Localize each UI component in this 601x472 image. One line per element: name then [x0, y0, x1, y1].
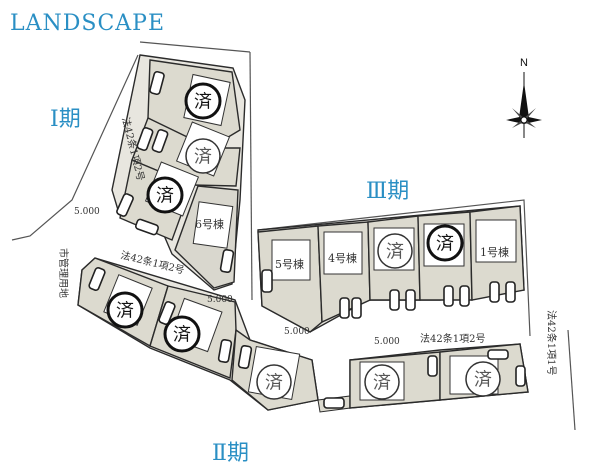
sold-badge: 済 [364, 364, 400, 400]
compass-north: N [520, 57, 528, 69]
building-labels: 6号棟 5号棟 4号棟 1号棟 [195, 217, 509, 271]
sold-badge: 済 [106, 291, 144, 329]
svg-text:済: 済 [436, 234, 454, 255]
parked-cars [88, 70, 526, 409]
dimension-4: 5.000 [374, 337, 400, 347]
sold-badge: 済 [184, 82, 222, 120]
dimension-2: 5.000 [207, 295, 233, 305]
svg-text:済: 済 [194, 147, 212, 168]
sold-badge: 済 [185, 138, 221, 174]
dimension-1: 5.000 [74, 207, 100, 217]
compass-rose: N [506, 57, 542, 138]
sold-badge: 済 [426, 224, 464, 262]
svg-text:済: 済 [373, 373, 391, 394]
label-building-1: 1号棟 [480, 245, 509, 259]
road-edges [11, 41, 576, 431]
sold-badge: 済 [256, 364, 292, 400]
sold-badge: 済 [163, 315, 201, 353]
sold-badge: 済 [465, 361, 501, 397]
svg-text:済: 済 [194, 92, 212, 113]
road-label-east: 法42条1項2号 [420, 332, 485, 345]
city-land-label: 市管理用地 [57, 248, 70, 298]
phase-3-label: Ⅲ期 [366, 179, 409, 204]
page-title: LANDSCAPE [10, 11, 165, 36]
label-building-4: 4号棟 [328, 251, 357, 265]
svg-text:済: 済 [156, 186, 174, 207]
svg-text:済: 済 [474, 370, 492, 391]
sold-badge: 済 [146, 176, 184, 214]
dimension-3: 5.000 [284, 327, 310, 337]
svg-text:済: 済 [265, 373, 283, 394]
phase-2-label: Ⅱ期 [212, 441, 249, 466]
sold-badge: 済 [377, 233, 413, 269]
dimension-labels: 5.000 5.000 5.000 5.000 [74, 207, 400, 347]
svg-text:済: 済 [386, 242, 404, 263]
label-building-6: 6号棟 [195, 217, 224, 231]
svg-text:済: 済 [116, 301, 134, 322]
road-label-far-east: 法42条1項1号 [545, 310, 558, 375]
label-building-5: 5号棟 [275, 257, 304, 271]
phase-1-label: Ⅰ期 [50, 107, 81, 132]
svg-text:済: 済 [173, 325, 191, 346]
sold-marks: 済 済 済 済 済 済 済 済 済 済 [106, 82, 501, 400]
